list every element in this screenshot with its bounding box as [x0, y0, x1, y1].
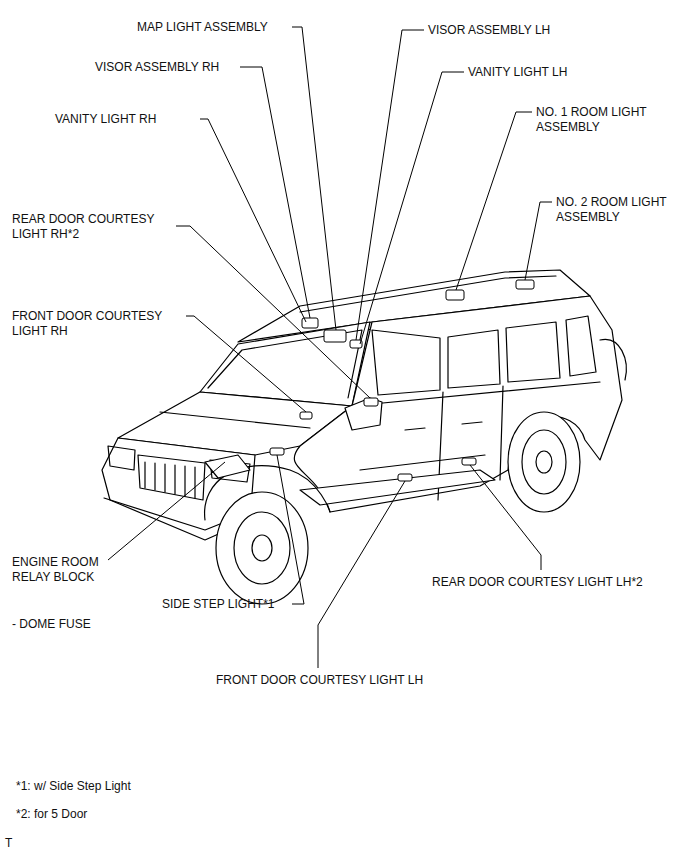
part-label: NO. 1 ROOM LIGHT ASSEMBLY — [536, 105, 651, 135]
part-label: REAR DOOR COURTESY LIGHT RH*2 — [12, 212, 177, 242]
part-label: MAP LIGHT ASSEMBLY — [137, 20, 268, 35]
leader-lines — [108, 27, 552, 668]
part-label: REAR DOOR COURTESY LIGHT LH*2 — [432, 575, 643, 590]
part-label: SIDE STEP LIGHT*1 — [162, 597, 274, 612]
light-locations — [270, 280, 534, 481]
part-label: *2: for 5 Door — [16, 807, 87, 822]
part-label: T — [5, 836, 12, 851]
part-label: FRONT DOOR COURTESY LIGHT RH — [12, 309, 182, 339]
vehicle-body — [102, 270, 626, 604]
part-label: FRONT DOOR COURTESY LIGHT LH — [216, 673, 423, 688]
part-label: VISOR ASSEMBLY LH — [428, 23, 550, 38]
part-label: *1: w/ Side Step Light — [16, 779, 131, 794]
part-label: VANITY LIGHT RH — [55, 112, 156, 127]
part-label: VISOR ASSEMBLY RH — [95, 60, 219, 75]
part-label: VANITY LIGHT LH — [468, 65, 567, 80]
part-label: NO. 2 ROOM LIGHT ASSEMBLY — [556, 195, 671, 225]
part-label: ENGINE ROOM RELAY BLOCK — [12, 555, 107, 585]
part-label: - DOME FUSE — [12, 617, 91, 632]
